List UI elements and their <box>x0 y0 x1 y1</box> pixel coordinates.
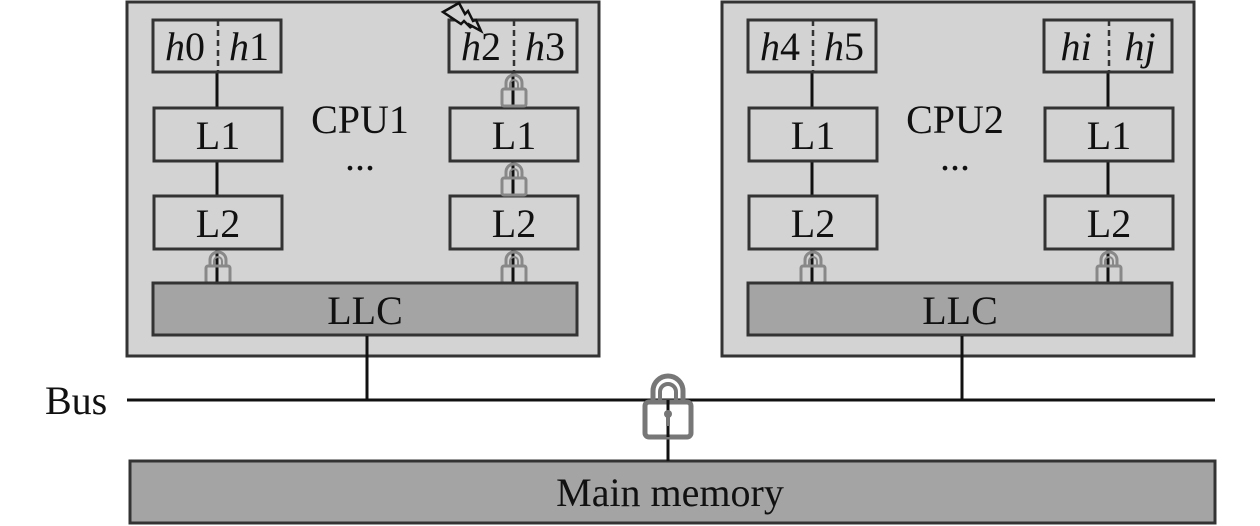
thread-label: hj <box>1124 24 1155 69</box>
llc-box <box>746 281 1174 337</box>
thread-label: h0 <box>165 24 205 69</box>
l1-label: L1 <box>196 113 240 158</box>
padlock-icon <box>500 73 528 108</box>
thread-var: h <box>165 24 185 69</box>
thread-var: h <box>461 24 481 69</box>
thread-label: h2 <box>461 24 501 69</box>
l2-label: L2 <box>791 201 835 246</box>
padlock-icon <box>642 373 694 440</box>
main-memory-box <box>128 459 1217 525</box>
thread-num: 2 <box>481 24 501 69</box>
ellipsis: ... <box>940 134 970 179</box>
thread-var: h <box>760 24 780 69</box>
l1-cache-box <box>448 106 580 163</box>
llc-label: LLC <box>922 288 998 333</box>
thread-label: hi <box>1060 24 1091 69</box>
l2-cache-box <box>152 194 284 251</box>
thread-label: h4 <box>760 24 800 69</box>
l2-cache-box <box>747 194 879 251</box>
cpu-label: CPU1 <box>311 97 409 142</box>
l1-cache-box <box>1043 106 1175 163</box>
lightning-fault-icon <box>440 1 484 34</box>
ellipsis: ... <box>345 134 375 179</box>
thread-num: 4 <box>780 24 800 69</box>
l1-label: L1 <box>791 113 835 158</box>
thread-var: h <box>824 24 844 69</box>
bus-label: Bus <box>45 378 107 423</box>
l1-label: L1 <box>492 113 536 158</box>
thread-num: 0 <box>185 24 205 69</box>
thread-var: hj <box>1124 24 1155 69</box>
padlock-icon <box>500 162 528 197</box>
llc-box <box>151 281 579 337</box>
l2-cache-box <box>448 194 580 251</box>
thread-var: h <box>525 24 545 69</box>
thread-num: 1 <box>249 24 269 69</box>
thread-label: h3 <box>525 24 565 69</box>
l1-label: L1 <box>1087 113 1131 158</box>
main-memory-label: Main memory <box>556 470 784 515</box>
l2-label: L2 <box>492 201 536 246</box>
thread-label: h1 <box>229 24 269 69</box>
l2-cache-box <box>1043 194 1175 251</box>
thread-var: h <box>229 24 249 69</box>
thread-num: 3 <box>545 24 565 69</box>
l1-cache-box <box>747 106 879 163</box>
cpu-label: CPU2 <box>906 97 1004 142</box>
thread-var: hi <box>1060 24 1091 69</box>
l2-label: L2 <box>1087 201 1131 246</box>
l1-cache-box <box>152 106 284 163</box>
thread-label: h5 <box>824 24 864 69</box>
thread-num: 5 <box>844 24 864 69</box>
llc-label: LLC <box>327 288 403 333</box>
l2-label: L2 <box>196 201 240 246</box>
